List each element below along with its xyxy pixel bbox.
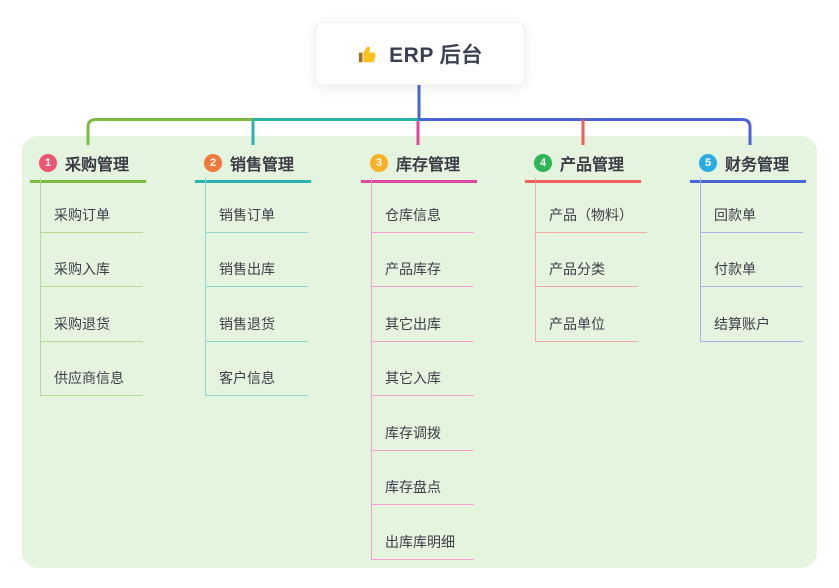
child-node[interactable]: 库存盘点 [372,451,474,505]
branch-title: 销售管理 [230,157,295,174]
child-node[interactable]: 销售订单 [206,178,308,233]
branch-badge: 1 [39,154,57,172]
branch-title: 采购管理 [65,157,130,174]
child-label: 结算账户 [714,315,770,332]
child-node[interactable]: 出库库明细 [372,505,474,560]
branch-title: 产品管理 [560,157,625,174]
child-label: 出库库明细 [385,533,455,550]
child-node[interactable]: 产品库存 [372,233,474,287]
root-node[interactable]: ERP 后台 [315,22,525,85]
child-node[interactable]: 采购订单 [41,178,143,233]
branch-children-4: 产品（物料） 产品分类产品单位 [535,178,647,342]
child-node[interactable]: 其它入库 [372,342,474,396]
branch-children-2: 销售订单销售出库销售退货客户信息 [205,178,308,396]
child-label: 库存盘点 [385,479,441,495]
child-node[interactable]: 回款单 [701,178,803,233]
branch-badge: 2 [204,154,222,172]
thumbs-up-icon [359,46,376,62]
child-node[interactable]: 客户信息 [206,342,308,396]
child-label: 产品分类 [549,261,605,277]
child-label: 销售退货 [219,315,275,332]
child-node[interactable]: 产品（物料） [536,178,647,233]
child-label: 供应商信息 [54,370,124,386]
child-node[interactable]: 产品单位 [536,287,638,342]
child-node[interactable]: 销售出库 [206,233,308,287]
child-node[interactable]: 付款单 [701,233,803,287]
branch-node-2[interactable]: 2 销售管理 [195,151,311,183]
child-label: 销售订单 [219,206,275,223]
branch-node-4[interactable]: 4 产品管理 [525,151,641,183]
branch-children-1: 采购订单采购入库采购退货供应商信息 [40,178,143,396]
child-node[interactable]: 库存调拨 [372,396,474,451]
branch-title: 库存管理 [396,157,461,174]
branches-panel [22,136,817,568]
branch-title: 财务管理 [725,157,790,174]
child-label: 采购订单 [54,206,110,223]
child-label: 客户信息 [219,370,275,386]
child-label: 产品单位 [549,315,605,332]
child-label: 销售出库 [219,261,275,277]
branch-badge: 5 [699,154,717,172]
child-node[interactable]: 结算账户 [701,287,803,342]
child-node[interactable]: 仓库信息 [372,178,474,233]
branch-badge: 3 [370,154,388,172]
child-label: 回款单 [714,206,756,223]
child-node[interactable]: 采购入库 [41,233,143,287]
child-node[interactable]: 供应商信息 [41,342,143,396]
child-label: 采购退货 [54,315,110,332]
branch-node-3[interactable]: 3 库存管理 [361,151,477,183]
root-title: ERP 后台 [389,43,483,67]
child-label: 产品库存 [385,261,441,277]
child-label: 付款单 [714,261,756,277]
child-label: 产品（物料） [549,206,633,223]
child-node[interactable]: 其它出库 [372,287,474,342]
child-label: 库存调拨 [385,424,441,441]
child-label: 采购入库 [54,261,110,277]
child-node[interactable]: 采购退货 [41,287,143,342]
branch-badge: 4 [534,154,552,172]
child-node[interactable]: 产品分类 [536,233,638,287]
branch-children-3: 仓库信息产品库存其它出库其它入库库存调拨库存盘点出库库明细 [371,178,474,560]
child-node[interactable]: 销售退货 [206,287,308,342]
branch-children-5: 回款单付款单结算账户 [700,178,803,342]
child-label: 其它入库 [385,370,441,386]
branch-node-5[interactable]: 5 财务管理 [690,151,806,183]
child-label: 其它出库 [385,315,441,332]
branch-node-1[interactable]: 1 采购管理 [30,151,146,183]
child-label: 仓库信息 [385,206,441,223]
